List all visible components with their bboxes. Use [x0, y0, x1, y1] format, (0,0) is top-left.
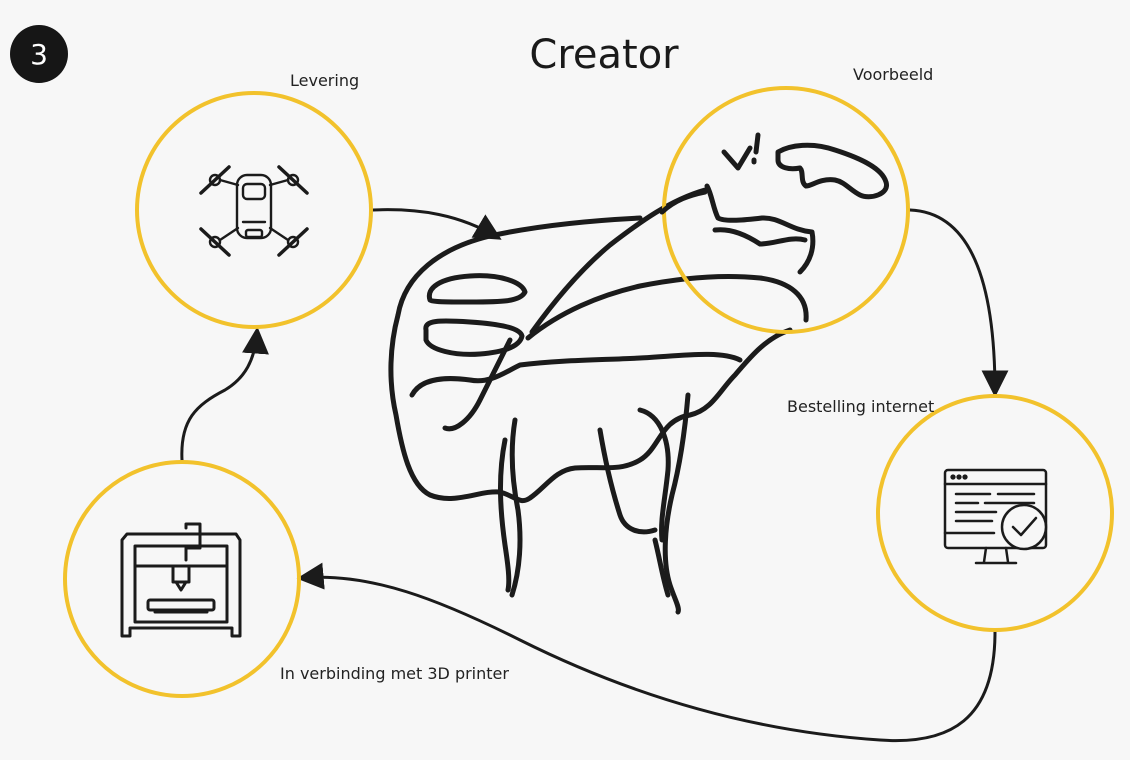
page-title: Creator [529, 32, 679, 78]
printer-node-circle [63, 460, 301, 698]
step-number: 3 [30, 37, 48, 71]
levering-node-circle [135, 91, 373, 329]
arrow-printer-to-levering [180, 326, 269, 462]
levering-label: Levering [290, 71, 360, 90]
drone-icon [199, 165, 309, 257]
connectors [180, 208, 1009, 743]
sketch-preview-icon [659, 132, 889, 275]
step-badge: 3 [10, 25, 68, 83]
center-sketch [388, 187, 809, 615]
voorbeeld-label: Voorbeeld [853, 65, 934, 84]
web-order-approved-icon [943, 468, 1048, 565]
bestelling-node-circle [876, 394, 1114, 632]
printer-label: In verbinding met 3D printer [280, 664, 509, 683]
arrow-levering-to-center [371, 208, 502, 240]
bestelling-label: Bestelling internet [787, 397, 935, 416]
arrow-bestelling-to-printer [296, 562, 997, 743]
voorbeeld-node-circle [662, 86, 910, 334]
arrow-voorbeeld-to-bestelling [908, 208, 1009, 398]
3d-printer-icon [120, 522, 242, 638]
